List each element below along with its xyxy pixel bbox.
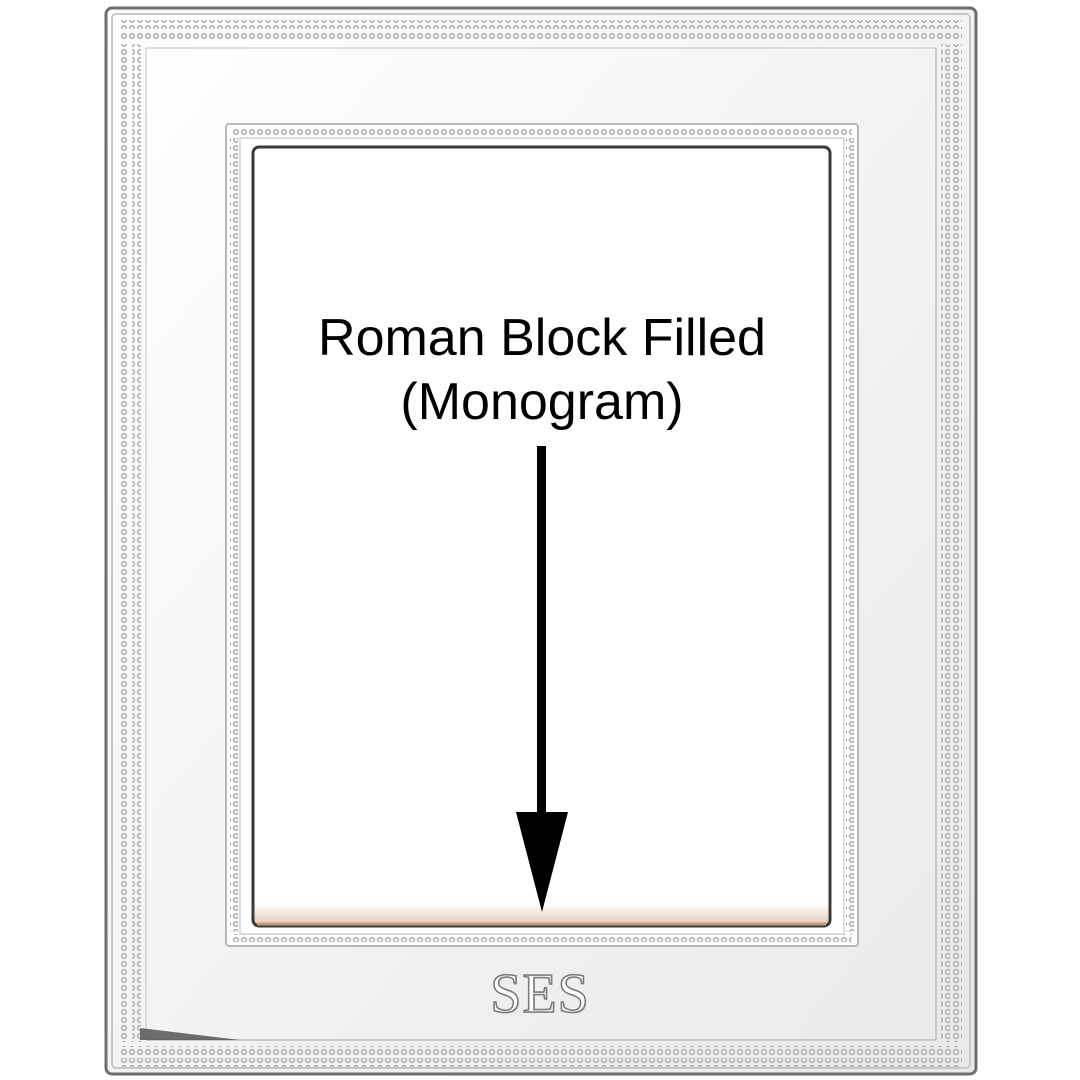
down-arrow-icon	[516, 446, 568, 912]
outer-bead-right-2	[953, 44, 962, 1042]
inner-bead-left	[230, 138, 238, 932]
frame-outer-inner-line	[111, 13, 971, 1069]
outer-bead-bottom-2	[120, 1058, 962, 1067]
inner-bead-top	[232, 128, 852, 136]
outer-bead-left	[120, 44, 129, 1042]
style-caption: Roman Block Filled (Monogram)	[256, 306, 828, 434]
outer-bead-top-2	[120, 32, 962, 41]
engraved-monogram: SES	[489, 962, 590, 1026]
caption-line-2: (Monogram)	[400, 373, 684, 431]
outer-bead-bottom	[120, 1046, 962, 1055]
outer-bead-top	[120, 20, 962, 29]
outer-bead-left-2	[132, 44, 141, 1042]
inner-bead-right	[846, 138, 854, 932]
outer-bead-right	[941, 44, 950, 1042]
caption-line-1: Roman Block Filled	[318, 309, 766, 367]
inner-bead-bottom	[232, 934, 852, 942]
